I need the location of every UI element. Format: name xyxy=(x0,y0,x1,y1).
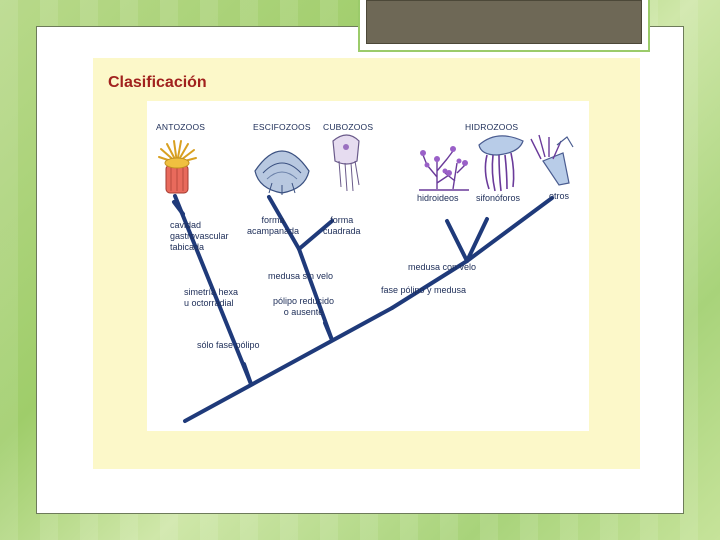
other-hydrozoa-illustration xyxy=(530,134,574,186)
slide-title: Clasificación xyxy=(108,74,207,91)
trait-solo-fase-polipo: sólo fase pólipo xyxy=(197,340,260,350)
branch-escifozoos xyxy=(267,195,301,251)
siphonophore-illustration xyxy=(478,135,524,192)
slide-content-panel: Clasificación xyxy=(93,58,640,469)
branch-antozoos xyxy=(173,194,253,386)
cladogram-svg xyxy=(158,134,574,423)
trait-medusa-sin-velo: medusa sin velo xyxy=(268,271,334,281)
group-label-antozoos: ANTOZOOS xyxy=(156,122,206,132)
trait-forma-cuadrada: forma cuadrada xyxy=(323,215,361,236)
group-label-cubozoos: CUBOZOOS xyxy=(323,122,374,132)
trait-medusa-con-velo: medusa con velo xyxy=(408,262,477,272)
branch-cubozoos xyxy=(297,219,334,251)
trait-fase-polipo-medusa: fase pólipo y medusa xyxy=(381,285,467,295)
branch-hidrozoos-stem xyxy=(390,259,469,310)
title-placeholder-fill xyxy=(366,0,642,44)
branch-hidrozoos-left xyxy=(445,219,469,263)
box-jelly-illustration xyxy=(332,134,360,192)
group-label-hidrozoos: HIDROZOOS xyxy=(465,122,519,132)
group-label-escifozoos: ESCIFOZOOS xyxy=(253,122,311,132)
title-placeholder-box xyxy=(358,0,650,52)
branch-hidrozoos-right xyxy=(465,196,554,263)
branch-antozoos-tick1 xyxy=(172,200,185,216)
cladogram-diagram: ANTOZOOS ESCIFOZOOS CUBOZOOS HIDROZOOS h… xyxy=(147,101,589,431)
jellyfish-illustration xyxy=(254,150,310,195)
trait-simetria: simetría hexa u octorradial xyxy=(184,287,239,308)
branch-main-trunk xyxy=(183,306,394,423)
branch-escy-cubo-stem xyxy=(297,247,334,342)
trait-forma-acampanada: forma acampanada xyxy=(247,215,300,236)
hydroid-illustration xyxy=(419,146,469,191)
subgroup-label-sifonoforos: sifonóforos xyxy=(476,193,521,203)
subgroup-label-hidroideos: hidroideos xyxy=(417,193,459,203)
subgroup-label-otros: otros xyxy=(549,191,570,201)
branch-hidrozoos-mid xyxy=(465,217,489,263)
anemone-illustration xyxy=(158,140,197,194)
trait-cavidad: cavidad gastrovascular tabicada xyxy=(170,220,229,252)
trait-polipo-reducido: pólipo reducido o ausente xyxy=(273,296,335,317)
